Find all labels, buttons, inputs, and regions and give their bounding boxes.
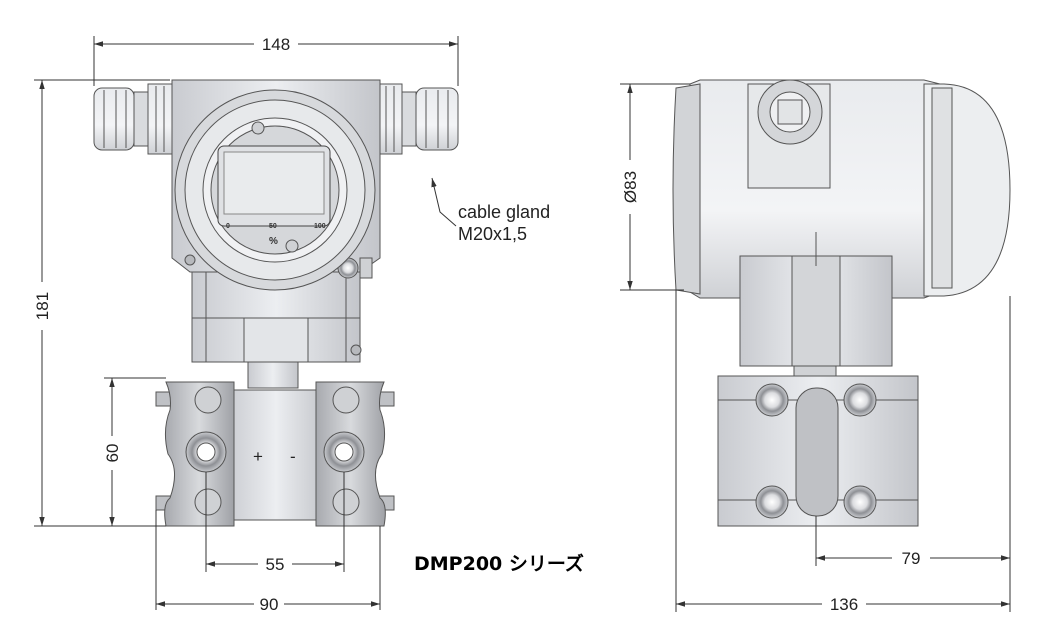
process-stem: [247, 361, 299, 389]
product-series-title: DMP200 シリーズ: [414, 552, 584, 575]
dim-overall-width: 148: [262, 35, 290, 54]
side-view: [672, 79, 1011, 527]
flange-minus-sign: -: [290, 447, 296, 466]
front-view: [93, 79, 459, 527]
dim-flange-height: 60: [103, 444, 122, 463]
cable-gland-right: [377, 83, 459, 155]
dim-offset: 79: [902, 549, 921, 568]
dim-height: 181: [33, 292, 52, 320]
flange-plus-sign: +: [253, 447, 263, 466]
flange-assembly: [155, 381, 395, 527]
display-scale-mid: 50: [269, 223, 277, 230]
dim-bolt-spacing: 55: [266, 555, 285, 574]
dim-flange-width: 90: [260, 595, 279, 614]
cable-gland-left: [93, 83, 173, 155]
display-scale-max: 100: [314, 223, 326, 230]
dim-depth: 136: [830, 595, 858, 614]
display-cover: [174, 89, 376, 291]
dimension-lines: [34, 36, 1011, 612]
display-unit: %: [269, 236, 278, 247]
cable-gland-thread: M20x1,5: [458, 224, 527, 244]
dim-housing-diameter: Ø83: [621, 171, 640, 203]
display-scale-min: 0: [226, 223, 230, 230]
cable-gland-label: cable gland: [458, 202, 550, 222]
